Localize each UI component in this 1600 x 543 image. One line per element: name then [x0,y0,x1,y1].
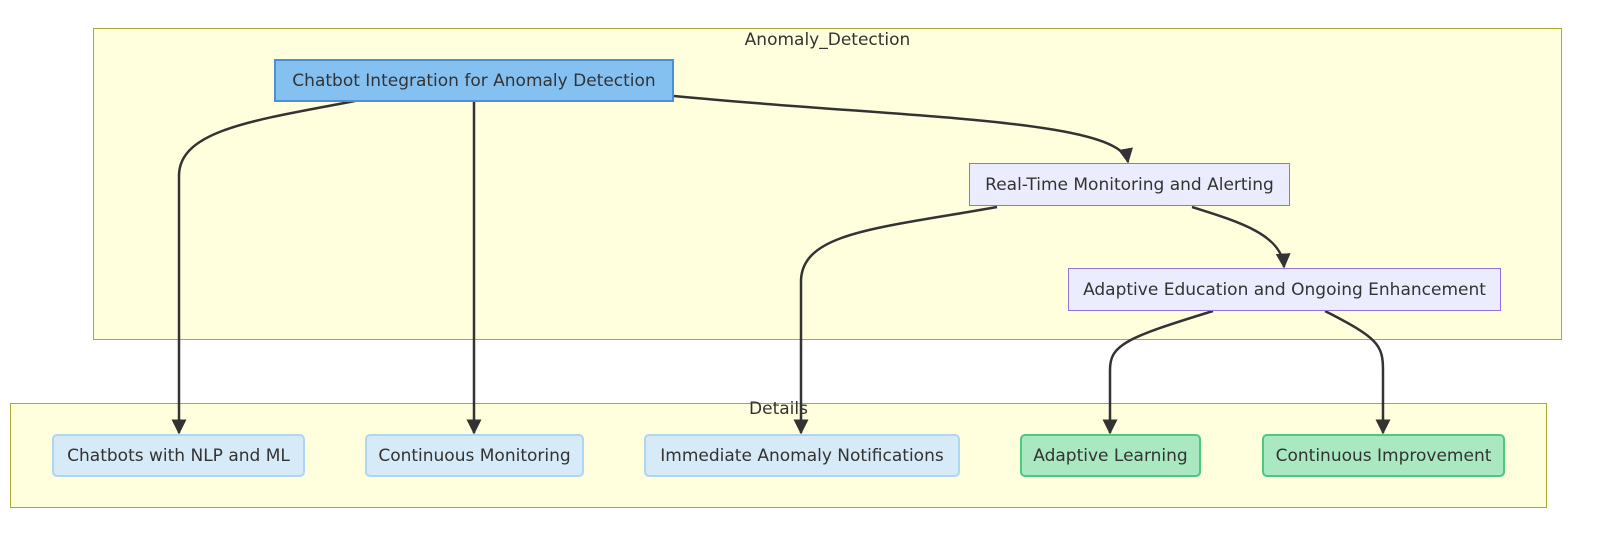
edge-realtime-to-notifications [793,205,998,435]
node-chatbots-nlp[interactable]: Chatbots with NLP and ML [52,434,305,477]
node-continuous-improvement[interactable]: Continuous Improvement [1262,434,1505,477]
edge-integration-to-realtime [673,94,1133,164]
edge-integration-to-chatbots-nlp [171,99,356,435]
node-chatbot-integration[interactable]: Chatbot Integration for Anomaly Detectio… [274,59,674,102]
node-realtime-monitoring[interactable]: Real-Time Monitoring and Alerting [969,163,1290,206]
cluster-details-title: Details [749,399,808,419]
node-adaptive-education[interactable]: Adaptive Education and Ongoing Enhanceme… [1068,268,1501,311]
node-chatbot-integration-label: Chatbot Integration for Anomaly Detectio… [292,70,656,91]
node-realtime-monitoring-label: Real-Time Monitoring and Alerting [985,174,1274,195]
node-immediate-notifications[interactable]: Immediate Anomaly Notifications [644,434,960,477]
edge-education-to-continuous-improvement [1324,309,1391,435]
node-chatbots-nlp-label: Chatbots with NLP and ML [67,445,290,466]
node-adaptive-learning-label: Adaptive Learning [1033,445,1188,466]
edge-education-to-adaptive-learning [1102,309,1214,435]
node-adaptive-education-label: Adaptive Education and Ongoing Enhanceme… [1083,279,1486,300]
node-adaptive-learning[interactable]: Adaptive Learning [1020,434,1201,477]
node-continuous-monitoring-label: Continuous Monitoring [378,445,571,466]
node-continuous-monitoring[interactable]: Continuous Monitoring [365,434,584,477]
node-immediate-notifications-label: Immediate Anomaly Notifications [660,445,944,466]
cluster-anomaly-detection-title: Anomaly_Detection [744,30,911,50]
edge-realtime-to-adaptive-education [1191,205,1291,269]
node-continuous-improvement-label: Continuous Improvement [1275,445,1492,466]
